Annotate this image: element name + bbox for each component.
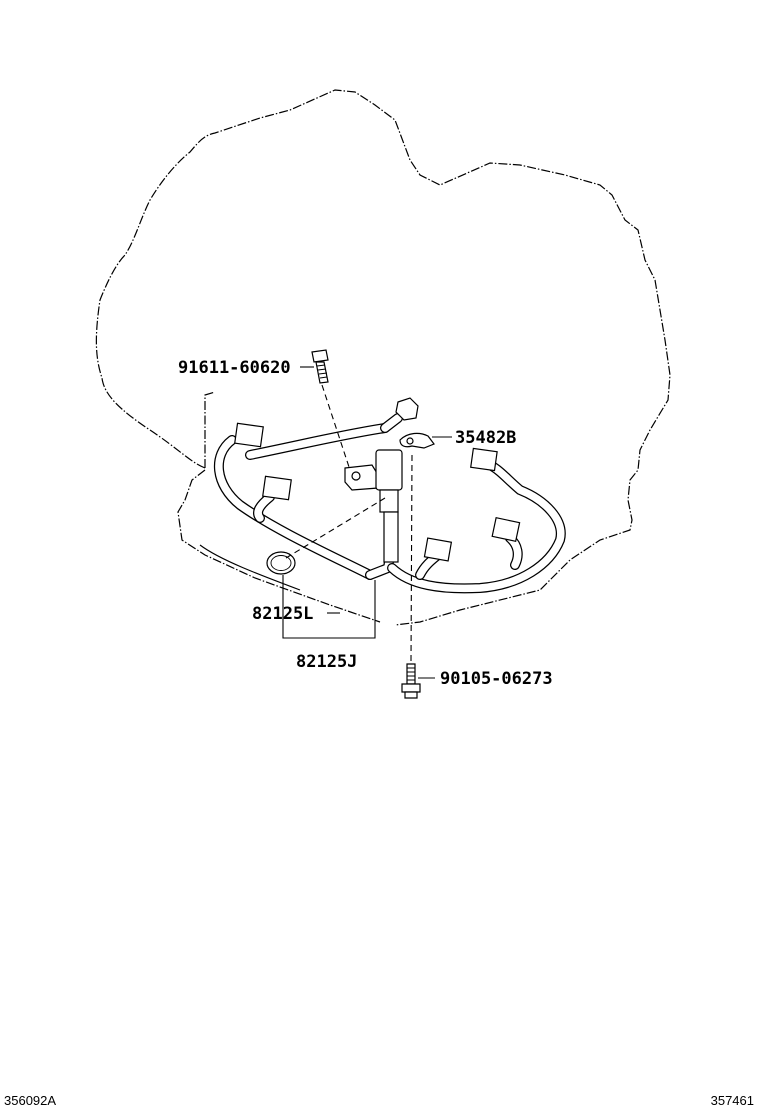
guide-line bbox=[321, 384, 351, 471]
housing-pan-edge bbox=[199, 544, 301, 591]
guide-line bbox=[285, 497, 386, 559]
speed-sensor[interactable] bbox=[344, 449, 403, 563]
transmission-housing-outline bbox=[95, 89, 671, 626]
connector bbox=[234, 397, 521, 562]
clamp[interactable] bbox=[399, 432, 435, 449]
o-ring-inner bbox=[270, 555, 292, 571]
leader-bracket bbox=[282, 575, 376, 639]
housing-lower-lip bbox=[177, 391, 381, 623]
part-label-o-ring: 82125L bbox=[252, 604, 313, 624]
page-code: 357461 bbox=[710, 1093, 754, 1108]
part-label-harness: 82125J bbox=[296, 652, 357, 672]
bolt-lower[interactable] bbox=[401, 663, 421, 699]
bolt-upper[interactable] bbox=[311, 349, 329, 384]
part-label-bolt-upper: 91611-60620 bbox=[178, 358, 291, 378]
part-label-clamp: 35482B bbox=[455, 428, 516, 448]
illustration-code: 356092A bbox=[4, 1093, 57, 1108]
guide-line bbox=[410, 454, 413, 663]
part-label-bolt-lower: 90105-06273 bbox=[440, 669, 553, 689]
